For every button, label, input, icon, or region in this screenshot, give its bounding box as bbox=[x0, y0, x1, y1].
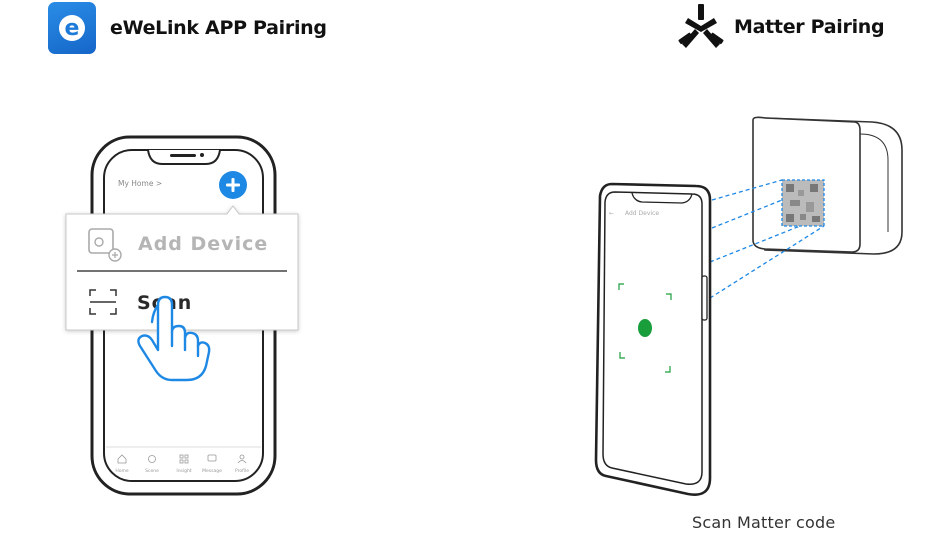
right-phone: ← Add Device bbox=[594, 182, 712, 496]
matter-qr-code bbox=[781, 179, 825, 227]
svg-text:e: e bbox=[65, 16, 80, 41]
bottom-nav: Home Scene Insight Message Profile bbox=[115, 454, 249, 474]
scan-frame bbox=[618, 283, 672, 373]
matter-device bbox=[752, 116, 903, 255]
nav-scene-label: Scene bbox=[145, 468, 159, 474]
nav-home-label: Home bbox=[115, 468, 129, 474]
matter-pairing-title: Matter Pairing bbox=[734, 16, 885, 38]
nav-insight-icon[interactable] bbox=[179, 454, 189, 464]
menu-item-add-device[interactable]: Add Device bbox=[88, 228, 268, 262]
my-home-label: My Home > bbox=[118, 179, 162, 188]
nav-message-icon[interactable] bbox=[207, 454, 217, 462]
nav-message-label: Message bbox=[202, 468, 222, 474]
ewelink-pairing-title: eWeLink APP Pairing bbox=[110, 17, 327, 39]
nav-insight-label: Insight bbox=[176, 468, 191, 474]
matter-header: Matter Pairing bbox=[676, 4, 885, 50]
add-menu-popup: Add Device Scan bbox=[65, 205, 299, 331]
add-device-screen-title: Add Device bbox=[625, 210, 659, 217]
nav-scene-icon[interactable] bbox=[148, 455, 156, 463]
back-arrow-icon[interactable]: ← bbox=[609, 210, 614, 217]
nav-home-icon[interactable] bbox=[117, 454, 127, 464]
add-device-label: Add Device bbox=[138, 233, 268, 255]
ewelink-header: e eWeLink APP Pairing bbox=[48, 2, 327, 54]
scan-matter-caption: Scan Matter code bbox=[692, 513, 836, 532]
scan-icon bbox=[89, 289, 117, 315]
nav-profile-icon[interactable] bbox=[237, 454, 247, 464]
add-button[interactable] bbox=[219, 171, 247, 199]
add-device-icon bbox=[88, 228, 122, 262]
scan-rays bbox=[709, 179, 825, 299]
hand-pointer-icon bbox=[137, 295, 211, 382]
ewelink-logo-icon: e bbox=[48, 2, 96, 54]
scan-target-dot bbox=[638, 319, 652, 337]
matter-logo-icon bbox=[678, 4, 724, 48]
nav-profile-label: Profile bbox=[235, 468, 249, 474]
